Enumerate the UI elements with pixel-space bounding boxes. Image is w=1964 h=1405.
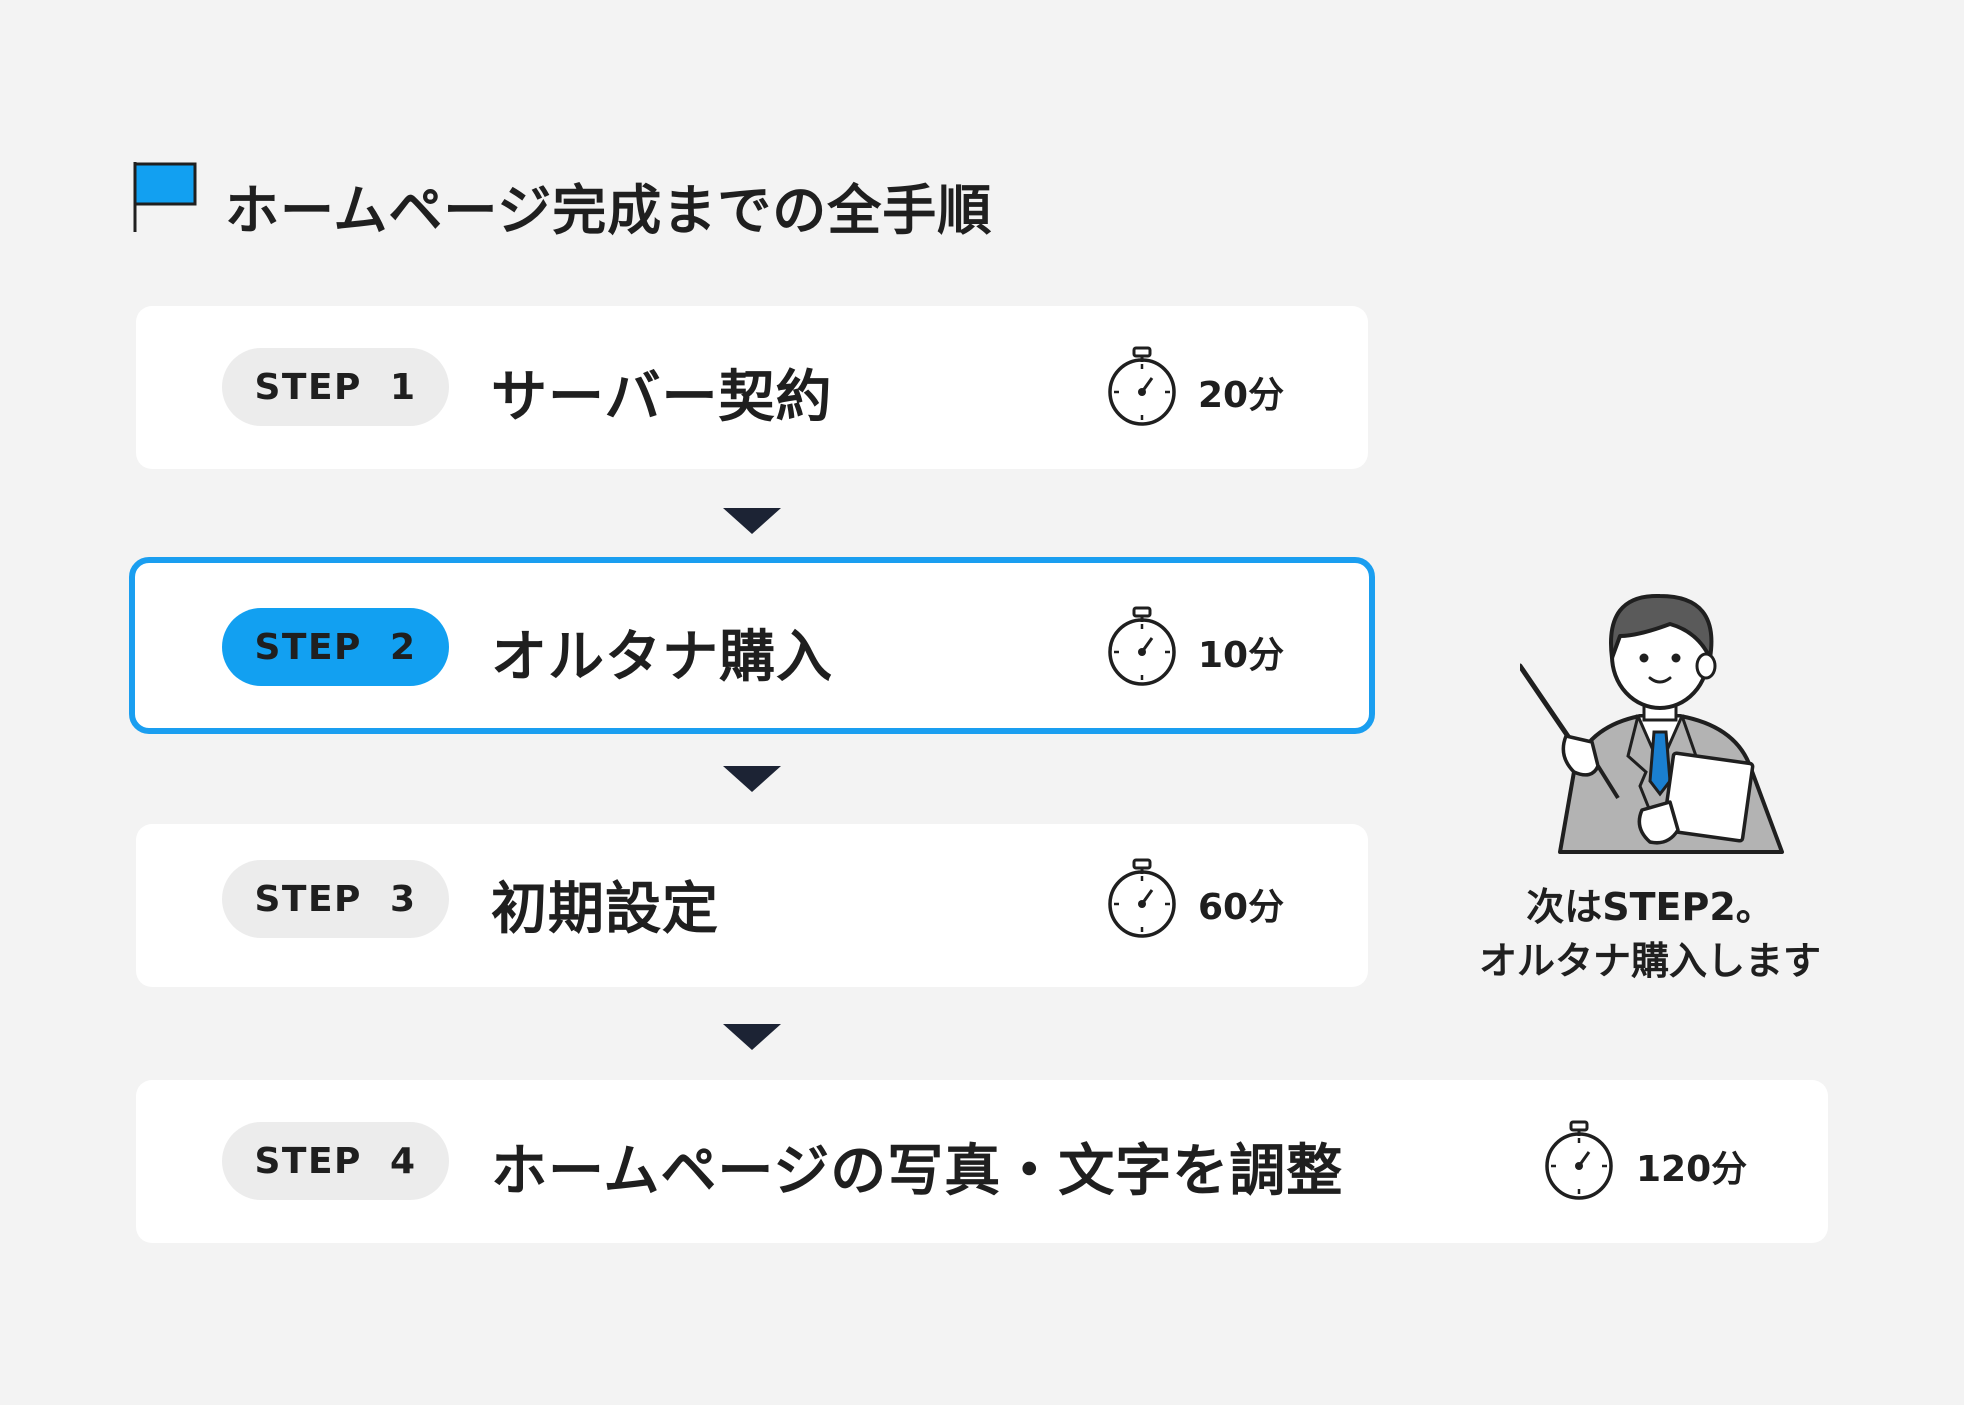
step-badge-number: 2	[389, 626, 417, 668]
arrow-down-icon	[723, 766, 781, 792]
speech-caption: 次はSTEP2。 オルタナ購入します	[1445, 880, 1855, 988]
stopwatch-icon	[1545, 1120, 1613, 1200]
step-badge-prefix: STEP	[254, 626, 362, 668]
step-time-4: 120分	[1636, 1149, 1748, 1190]
step-title-1: サーバー契約	[491, 365, 833, 430]
step-badge-number: 3	[389, 878, 417, 920]
presenter-illustration	[1520, 593, 1784, 854]
step-time-3: 60分	[1198, 887, 1285, 928]
step-badge-3: STEP 3	[222, 860, 449, 938]
stopwatch-icon	[1108, 606, 1176, 686]
arrow-down-icon	[723, 508, 781, 534]
step-badge-prefix: STEP	[254, 366, 362, 408]
step-title-3: 初期設定	[491, 877, 719, 942]
stopwatch-icon	[1108, 346, 1176, 426]
step-badge-number: 1	[389, 366, 417, 408]
step-time-2: 10分	[1198, 635, 1285, 676]
step-card-4: STEP 4 ホームページの写真・文字を調整 120分	[136, 1080, 1828, 1243]
step-time-1: 20分	[1198, 375, 1285, 416]
step-badge-2: STEP 2	[222, 608, 449, 686]
step-badge-1: STEP 1	[222, 348, 449, 426]
step-badge-number: 4	[389, 1140, 417, 1182]
step-title-4: ホームページの写真・文字を調整	[491, 1139, 1344, 1204]
arrow-down-icon	[723, 1024, 781, 1050]
flag-icon	[133, 162, 197, 232]
speech-line-2: オルタナ購入します	[1478, 939, 1821, 983]
step-badge-prefix: STEP	[254, 1140, 362, 1182]
step-badge-4: STEP 4	[222, 1122, 449, 1200]
step-card-2: STEP 2 オルタナ購入 10分	[129, 557, 1375, 734]
speech-line-1: 次はSTEP2。	[1526, 885, 1774, 929]
step-card-3: STEP 3 初期設定 60分	[136, 824, 1368, 987]
step-title-2: オルタナ購入	[491, 625, 833, 690]
stopwatch-icon	[1108, 858, 1176, 938]
step-badge-prefix: STEP	[254, 878, 362, 920]
page-title: ホームページ完成までの全手順	[225, 179, 993, 242]
step-card-1: STEP 1 サーバー契約 20分	[136, 306, 1368, 469]
